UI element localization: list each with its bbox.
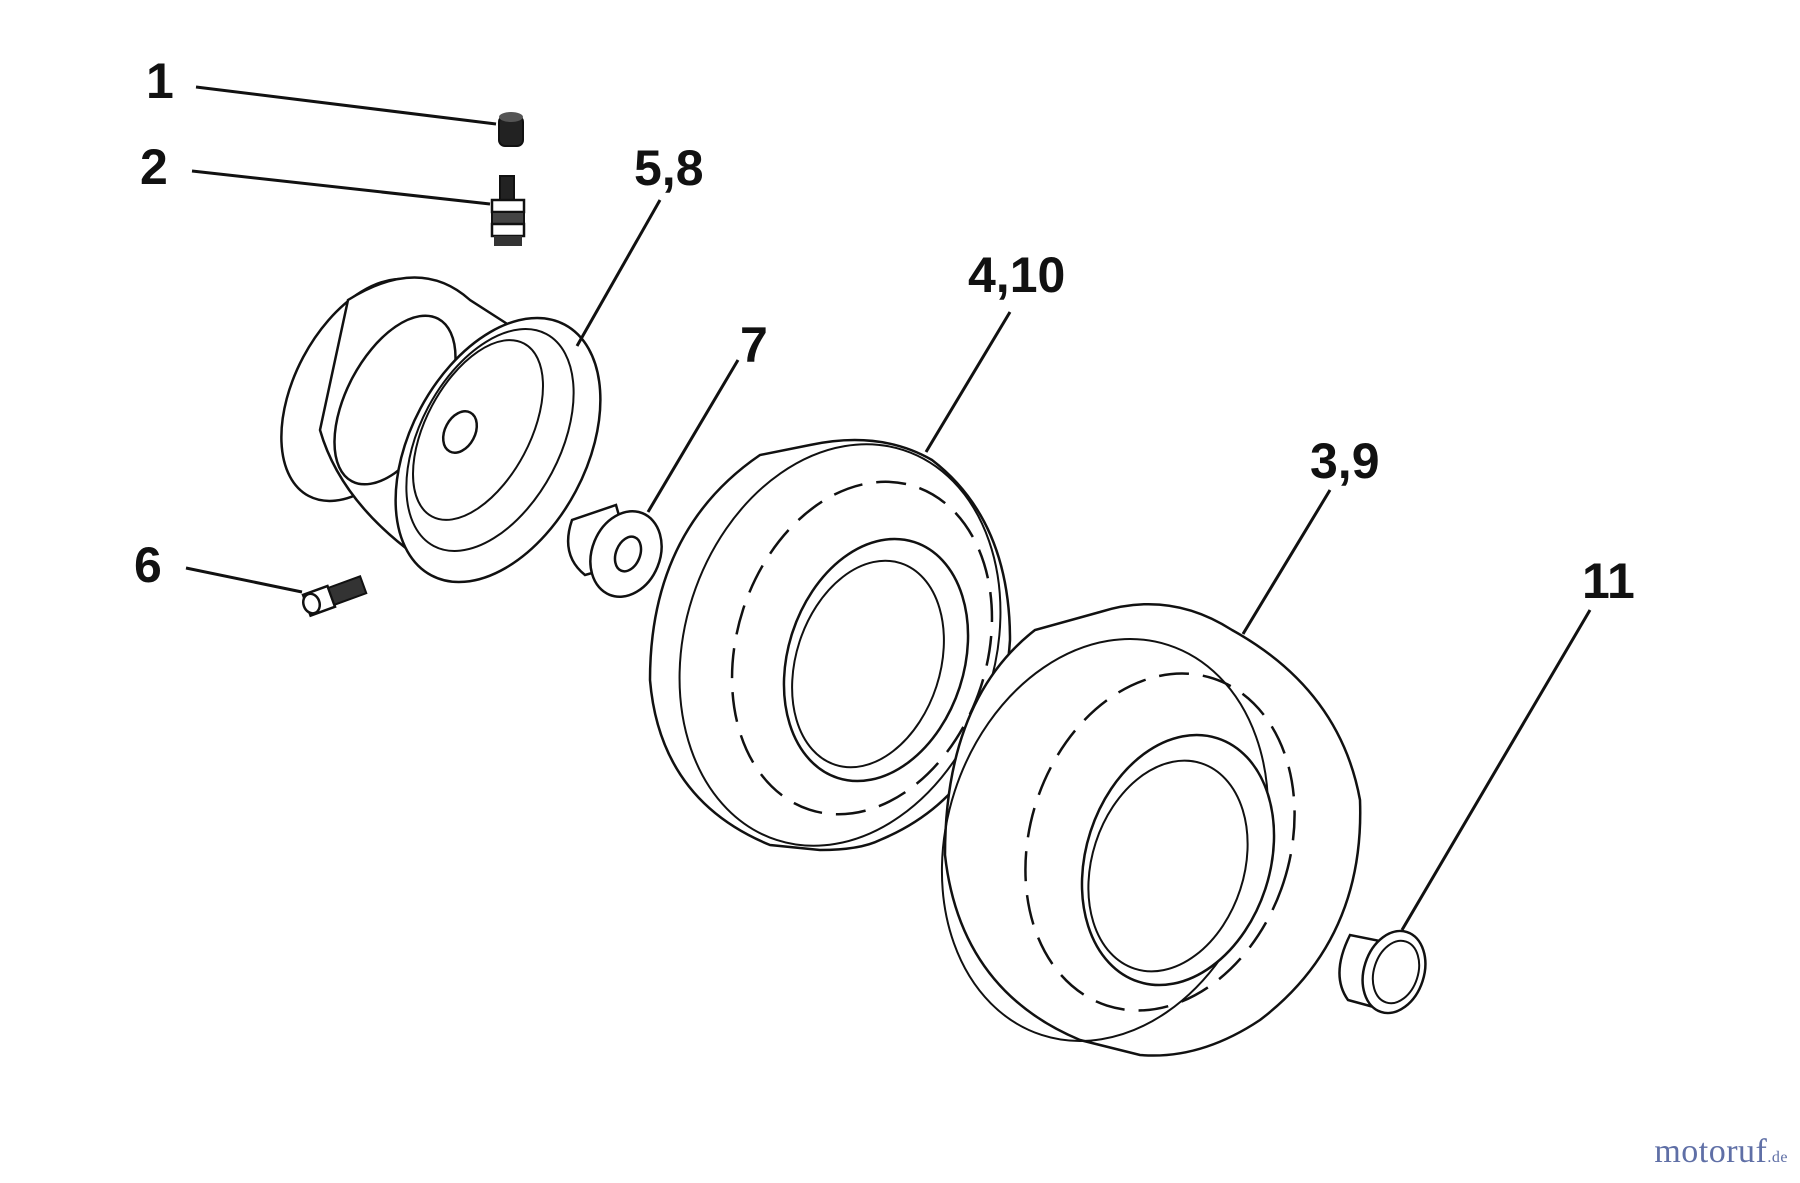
- leader-line-1: [195, 85, 497, 126]
- callout-5-8: 5,8: [634, 140, 704, 196]
- callout-4-10: 4,10: [968, 247, 1065, 303]
- watermark-logo: motoruf.de: [1654, 1133, 1788, 1171]
- callout-7: 7: [740, 317, 768, 373]
- leader-line-6: [185, 566, 303, 594]
- rim-part: [280, 276, 602, 584]
- leader-line-4-10: [924, 311, 1012, 453]
- bolt-part: [301, 575, 368, 618]
- sleeve-part: [1338, 929, 1427, 1015]
- callout-6: 6: [134, 537, 162, 593]
- callout-11: 11: [1582, 553, 1635, 609]
- watermark-main: motoruf: [1654, 1133, 1768, 1170]
- leader-line-7: [646, 359, 740, 513]
- watermark-tld: .de: [1767, 1149, 1788, 1166]
- callout-3-9: 3,9: [1310, 433, 1380, 489]
- callout-1: 1: [146, 53, 174, 109]
- bushing-part: [566, 503, 663, 598]
- valve-stem-part: [490, 175, 526, 246]
- tire-rear-part: [940, 602, 1362, 1057]
- leader-line-3-9: [1241, 489, 1332, 635]
- valve-cap-part: [498, 112, 524, 147]
- leader-line-11: [1400, 609, 1592, 931]
- leader-line-5-8: [575, 199, 662, 347]
- leader-line-2: [191, 169, 491, 206]
- callout-2: 2: [140, 139, 168, 195]
